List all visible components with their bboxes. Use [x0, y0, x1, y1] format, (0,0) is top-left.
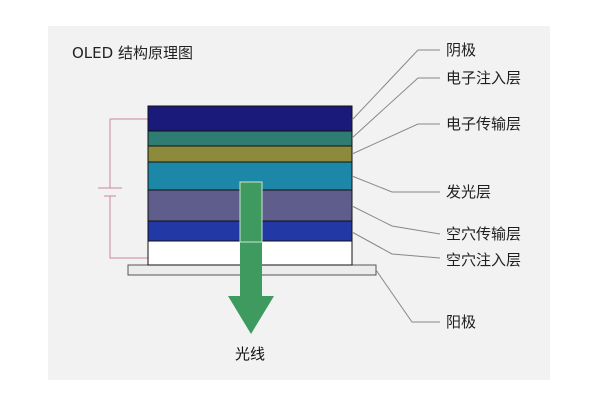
label-electron-injection: 电子注入层: [446, 69, 522, 87]
light-arrow-highlight: [239, 181, 263, 243]
label-anode: 阳极: [446, 313, 477, 331]
leader-line-emissive: [351, 175, 440, 193]
light-arrow-head: [228, 296, 274, 334]
diagram-title: OLED 结构原理图: [72, 44, 193, 62]
electron-injection-layer: [147, 130, 353, 147]
circuit-wire-bottom: [109, 196, 148, 259]
power-circuit: [98, 118, 148, 259]
leader-lines: [351, 49, 441, 323]
light-label: 光线: [235, 345, 266, 363]
label-cathode: 阴极: [446, 41, 477, 59]
label-emissive: 发光层: [446, 183, 492, 201]
leader-line-hole-injection: [351, 231, 441, 259]
label-electron-transport: 电子传输层: [446, 115, 522, 133]
leader-line-electron-injection: [351, 77, 440, 139]
electron-transport-layer: [147, 145, 353, 163]
label-hole-injection: 空穴注入层: [446, 251, 522, 269]
label-hole-transport: 空穴传输层: [446, 225, 522, 243]
cathode-layer: [147, 105, 353, 132]
light-arrow: [228, 181, 274, 334]
leader-line-anode: [375, 269, 440, 323]
circuit-wire-top: [109, 118, 148, 188]
leader-line-hole-transport: [351, 205, 441, 235]
leader-line-cathode: [351, 49, 440, 121]
leader-line-electron-transport: [351, 123, 440, 155]
light-arrow-shaft: [240, 182, 262, 296]
